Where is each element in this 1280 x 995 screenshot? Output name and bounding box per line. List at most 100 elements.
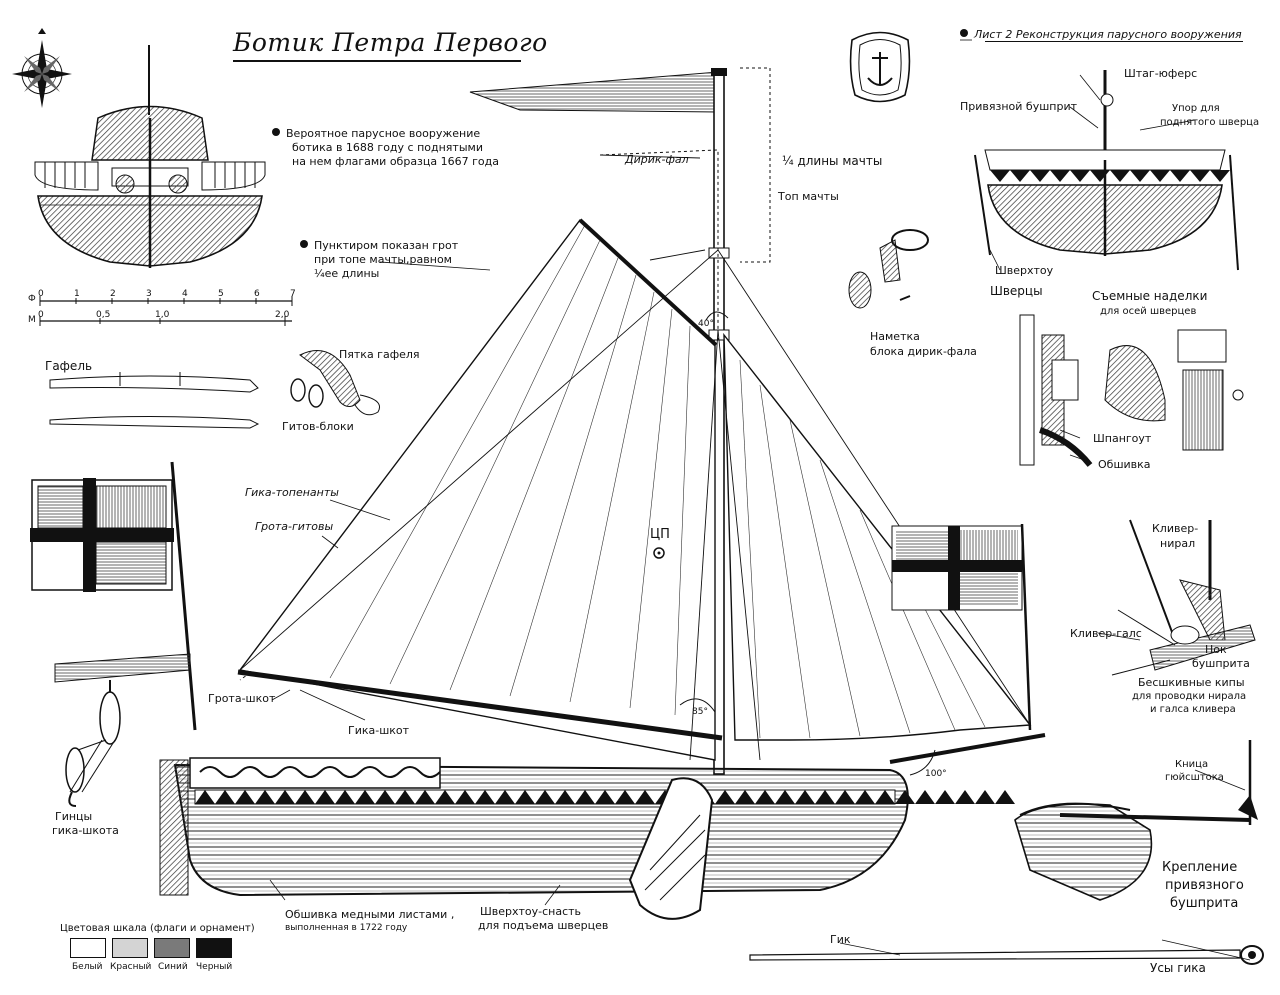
label-angle-40: 40° [698,319,714,329]
pennant [469,71,719,113]
title-underline [233,60,521,62]
sheet-title: Лист 2 Реконструкция парусного вооружени… [960,28,1242,41]
note-dotted: Пунктиром показан грот при топе мачты,ра… [300,239,458,281]
label-kipy-2: для проводки нирала [1132,691,1247,702]
bowsprit [889,733,1046,764]
label-kliver-niral-1: Кливер- [1152,522,1199,535]
compass-rose [12,28,72,108]
label-grota-shkot: Грота-шкот [208,692,276,705]
legend-label-white: Белый [72,962,103,972]
angle-arc-85 [679,698,716,713]
label-upor-2: поднятого шверца [1160,117,1260,128]
label-usy-gika: Усы гика [1150,961,1206,975]
bowsprit-fastening-detail [1014,740,1258,901]
flag-left-detail [30,478,174,592]
center-of-effort-mark [653,547,665,559]
scale-tick: 0,5 [96,310,111,320]
label-kliver-gals: Кливер-галс [1070,627,1142,640]
bow-view-boat [974,70,1239,271]
label-gafel: Гафель [45,359,93,373]
dirik-fal-block-detail [848,229,929,309]
label-gika-shkota: гика-шкота [52,824,119,837]
label-nok-2: бушприта [1192,657,1250,670]
note-dotted-line-3: ¼ее длины [314,267,380,280]
label-privyaznoy-bushprit: Привязной бушприт [960,100,1078,113]
label-kliver-niral-2: нирал [1160,537,1196,550]
anchor-emblem [849,31,911,103]
scale-label-m: М [28,315,36,325]
label-semnye-1: Съемные наделки [1092,289,1208,303]
label-gitov-bloki: Гитов-блоки [282,420,354,433]
legend-swatch-black [196,938,232,958]
flag-right [891,523,1032,731]
label-nametka-2: блока дирик-фала [870,345,977,358]
label-knitsa-1: Кница [1175,759,1209,770]
boom-tackle-detail [54,653,191,807]
bullet-icon [300,240,308,248]
scale-tick: 0 [38,310,44,320]
leader-lines [269,39,1251,961]
legend-title: Цветовая шкала (флаги и орнамент) [60,923,255,934]
label-knitsa-2: гюйсштока [1165,772,1224,783]
label-nametka-1: Наметка [870,330,920,343]
label-cp: ЦП [650,527,670,542]
leeboard [628,777,714,920]
label-obshivka-copper-2: выполненная в 1722 году [285,923,408,933]
label-shtag-yufers: Штаг-юферс [1124,67,1198,80]
label-kreplenie-3: бушприта [1170,896,1239,911]
sheet-title-underline [985,41,1243,42]
label-kreplenie-1: Крепление [1162,860,1238,875]
legend-swatch-red [112,938,148,958]
note-rig: Вероятное парусное вооружение ботика в 1… [272,127,499,169]
label-shverkhtou-snast-1: Шверхтоу-снасть [480,905,582,918]
jib-sail [723,332,1032,741]
label-shverkhtou-snast-2: для подъема шверцев [478,919,609,932]
scale-tick: 5 [218,289,224,299]
scale-tick: 0 [38,289,44,299]
gaff-drawings [49,372,260,429]
label-pyatka-gafelya: Пятка гафеля [339,348,420,361]
bullet-icon [960,29,968,37]
scale-tick: 1 [74,289,80,299]
boom [237,669,723,741]
label-nok-1: Нок [1205,643,1227,656]
rigging-lines [239,154,1031,761]
leeboard-fitting-details [1019,314,1244,467]
label-quarter-mast: ¼ длины мачты [782,154,883,168]
scale-tick: 7 [290,289,296,299]
scale-label-f: Ф [28,294,36,304]
gaff-heel-detail [290,350,380,416]
stern-view-boat [34,45,266,268]
label-obshivka: Обшивка [1098,458,1151,471]
mast-top-bracket [740,67,771,263]
label-gintsy: Гинцы [55,810,93,823]
label-kipy-3: и галса кливера [1150,704,1236,715]
scale-bars [39,296,293,326]
angle-arc-40 [705,311,729,321]
scale-tick: 3 [146,289,152,299]
label-kreplenie-2: привязного [1165,878,1244,893]
label-gika-shkot: Гика-шкот [348,724,410,737]
hull-side-view [159,757,1015,897]
label-shpangout: Шпангоут [1093,432,1152,445]
label-obshivka-copper-1: Обшивка медными листами , [285,908,455,921]
note-rig-line-1: Вероятное парусное вооружение [286,127,481,140]
note-rig-line-2: ботика в 1688 году с поднятыми [292,141,483,154]
note-dotted-line-1: Пунктиром показан грот [314,239,459,252]
legend-swatch-white [70,938,106,958]
label-grota-gitovy: Грота-гитовы [255,520,334,533]
label-semnye-2: для осей шверцев [1100,306,1197,317]
flagstaff-left [170,461,197,731]
label-angle-85: 85° [692,707,708,717]
label-shverkhtou: Шверхтоу [995,264,1054,277]
label-gik: Гик [830,933,851,946]
scale-tick: 6 [254,289,260,299]
label-gika-topenanty: Гика-топенанты [245,486,339,499]
note-dotted-line-2: при топе мачты,равном [314,253,452,266]
bullet-icon [272,128,280,136]
sheet-title-text: Лист 2 Реконструкция парусного вооружени… [974,28,1242,41]
legend-label-red: Красный [110,962,152,972]
drawing-title: Ботик Петра Первого [233,28,548,57]
